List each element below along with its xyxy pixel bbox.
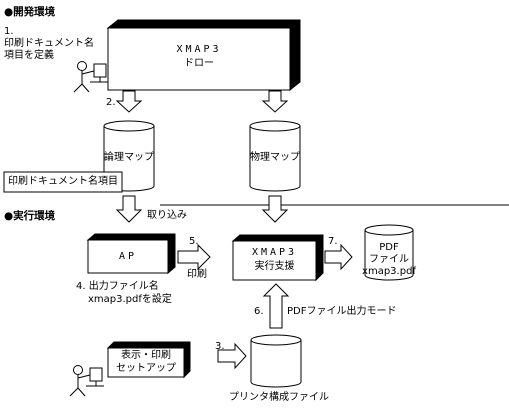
- step1-number: 1.: [4, 26, 14, 37]
- logical-map-label: 論理マップ: [104, 152, 154, 163]
- step7-label: 7.: [328, 236, 338, 247]
- physical-map-cylinder: [249, 120, 301, 192]
- step4-label-line2: xmap3.pdfを設定: [88, 294, 172, 305]
- pdf-file-cylinder: [364, 224, 414, 281]
- setup-label-line2: セットアップ: [116, 363, 176, 374]
- print-label: 印刷: [187, 269, 207, 280]
- ap-box: [87, 239, 169, 274]
- setup-label-line1: 表示・印刷: [121, 350, 171, 361]
- step1-label-line2: 項目を定義: [4, 50, 54, 61]
- arrow-physical-to-exec: [261, 195, 289, 223]
- xmap3-exec-box: [232, 240, 317, 281]
- development-section-header: ●開発環境: [4, 6, 56, 18]
- ap-label: AP: [118, 251, 138, 262]
- print-doc-item-label: 印刷ドキュメント名項目: [8, 176, 118, 187]
- setup-box: [107, 347, 185, 378]
- import-label: 取り込み: [147, 210, 187, 221]
- pdf-file-line1: PDF: [379, 242, 399, 253]
- xmap3-draw-subtitle: ドロー: [184, 58, 214, 69]
- step4-label-line1: 4. 出力ファイル名: [76, 281, 159, 292]
- developer-person-icon: [73, 61, 108, 93]
- pdf-file-line2: ファイル: [369, 254, 409, 265]
- step6-label: 6.: [254, 306, 264, 317]
- arrow-step7: [324, 243, 353, 271]
- printer-config-label: プリンタ構成ファイル: [229, 392, 329, 403]
- xmap3-exec-subtitle: 実行支援: [254, 261, 295, 272]
- pdf-output-mode-label: PDFファイル出力モード: [287, 306, 397, 317]
- arrow-step6: [262, 283, 290, 329]
- pdf-file-line3: xmap3.pdf: [362, 266, 416, 277]
- arrow-step5: [177, 243, 211, 271]
- step2-label: 2.: [106, 97, 116, 108]
- printer-config-cylinder: [250, 334, 302, 388]
- print-doc-item-box: [3, 171, 123, 193]
- step1-label-line1: 印刷ドキュメント名: [4, 38, 94, 49]
- step5-label: 5.: [189, 236, 199, 247]
- execution-section-header: ●実行環境: [4, 210, 56, 222]
- user-person-icon: [69, 365, 104, 397]
- step3-label: 3.: [215, 341, 225, 352]
- arrow-step2: [115, 90, 143, 113]
- xmap3-draw-box: [107, 27, 291, 91]
- arrow-step3: [217, 342, 247, 370]
- arrow-import: [115, 195, 143, 223]
- xmap3-exec-title: XMAP3: [251, 247, 298, 258]
- physical-map-label: 物理マップ: [250, 152, 300, 163]
- xmap3-draw-title: XMAP3: [176, 44, 222, 55]
- arrow-draw-to-physical: [261, 90, 289, 113]
